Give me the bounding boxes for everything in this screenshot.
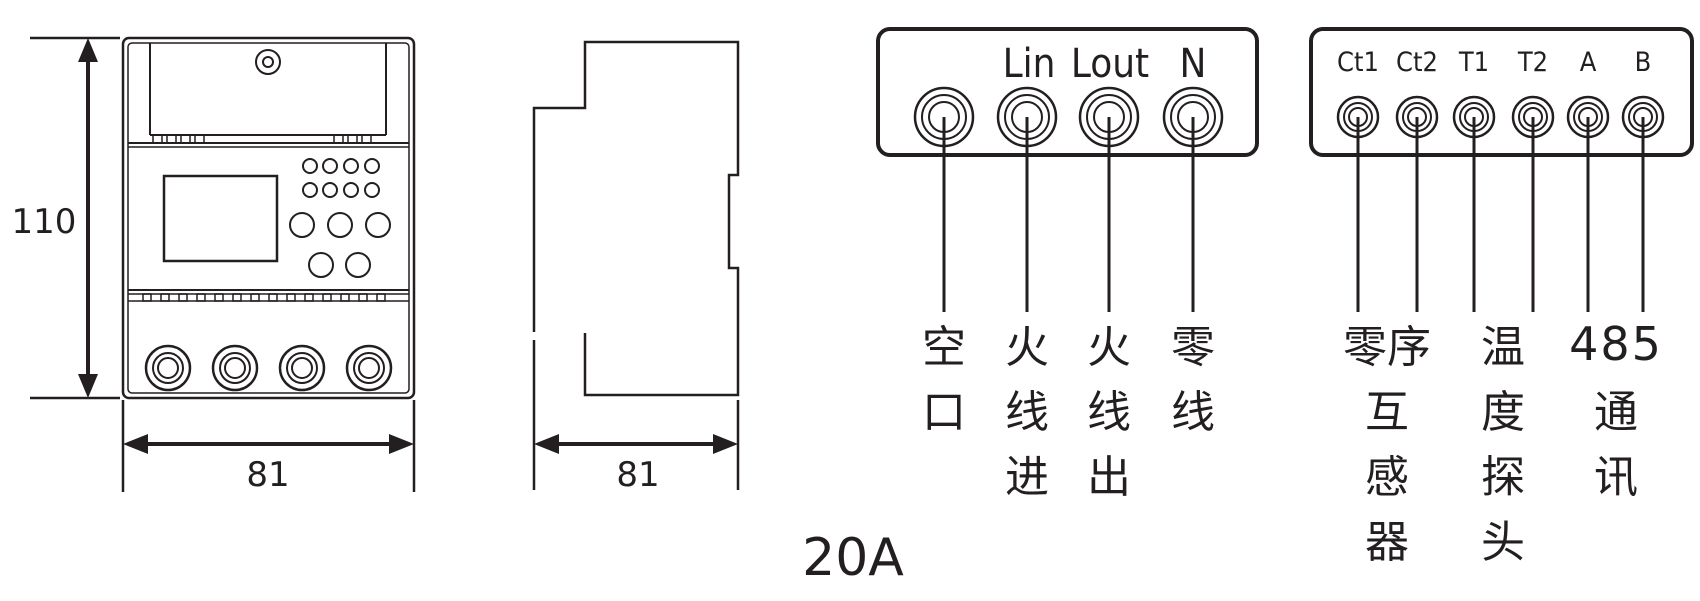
svg-text:温: 温 [1481, 322, 1525, 373]
terminal-label-ct2: Ct2 [1396, 47, 1438, 78]
svg-text:度: 度 [1481, 387, 1525, 438]
desc-lin-2: 线 [1005, 387, 1049, 438]
height-value: 110 [12, 202, 77, 242]
power-terminals [913, 86, 1224, 148]
desc-lin-3: 进 [1005, 452, 1049, 503]
signal-terminal-block: Ct1 Ct2 T1 T2 A B [1309, 27, 1694, 568]
front-buttons [289, 212, 391, 278]
lower-vents [142, 293, 386, 302]
desc-lout-3: 出 [1087, 452, 1131, 503]
terminal-label-a: A [1580, 47, 1597, 78]
terminal-label-b: B [1635, 47, 1652, 78]
svg-text:485: 485 [1569, 317, 1663, 371]
desc-empty-2: 口 [922, 387, 966, 438]
desc-n-1: 零 [1171, 322, 1215, 373]
svg-text:探: 探 [1481, 452, 1525, 503]
screw-icon [255, 49, 281, 75]
desc-lout-2: 线 [1087, 387, 1131, 438]
desc-n-2: 线 [1171, 387, 1215, 438]
svg-text:头: 头 [1481, 517, 1525, 568]
signal-terminals [1336, 95, 1665, 139]
power-terminal-block: Lin Lout N 空 口 火 线 [876, 27, 1259, 503]
terminal-label-lout: Lout [1071, 41, 1149, 87]
front-view: 110 81 [12, 36, 416, 495]
height-dimension [78, 38, 98, 398]
desc-lin-1: 火 [1005, 322, 1049, 373]
terminal-label-t2: T2 [1517, 47, 1548, 78]
svg-text:讯: 讯 [1594, 452, 1638, 503]
power-wires [942, 117, 1195, 312]
model-label: 20A [802, 528, 904, 588]
desc-ct-group: 零序 互 感 器 [1343, 322, 1431, 568]
terminal-label-t1: T1 [1458, 47, 1489, 78]
front-width-dimension [123, 434, 414, 454]
front-width-value: 81 [246, 455, 289, 495]
indicator-leds [302, 158, 380, 198]
display-screen [162, 174, 279, 263]
svg-text:通: 通 [1594, 387, 1638, 438]
desc-lout-1: 火 [1087, 322, 1131, 373]
side-profile [532, 40, 740, 397]
desc-485-group: 485 通 讯 [1569, 317, 1663, 503]
terminal-label-ct1: Ct1 [1337, 47, 1379, 78]
desc-empty-1: 空 [922, 322, 966, 373]
svg-text:零序: 零序 [1343, 322, 1431, 373]
side-width-dimension [534, 434, 738, 454]
svg-text:互: 互 [1365, 387, 1409, 438]
svg-text:器: 器 [1365, 517, 1409, 568]
front-terminals [144, 344, 393, 392]
side-view: 81 [532, 40, 740, 495]
terminal-label-n: N [1180, 41, 1207, 87]
signal-wires [1356, 117, 1645, 312]
side-width-value: 81 [616, 455, 659, 495]
device-housing [121, 36, 416, 400]
svg-text:感: 感 [1365, 452, 1409, 503]
desc-temp-group: 温 度 探 头 [1481, 322, 1525, 568]
power-descriptions: 空 口 火 线 进 火 线 出 零 线 [922, 322, 1215, 503]
terminal-label-lin: Lin [1003, 41, 1056, 87]
